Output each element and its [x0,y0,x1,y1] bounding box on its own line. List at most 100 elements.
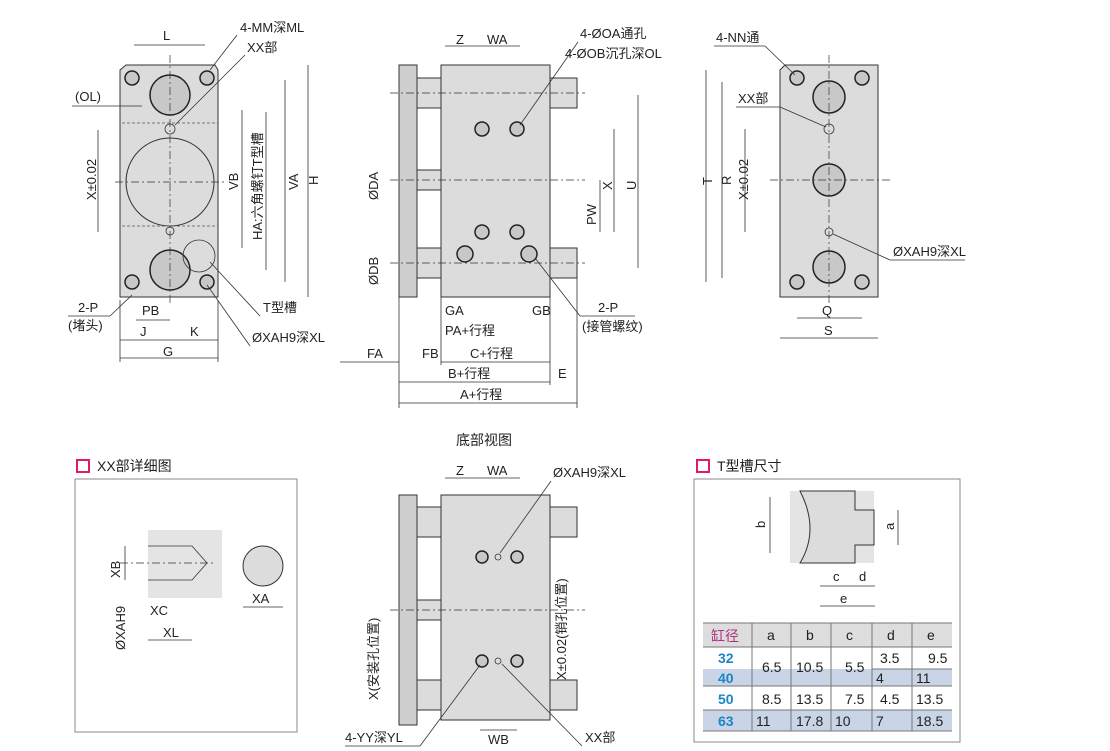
label-tslot-e: e [840,591,847,606]
label-table-rows-0-2: 10.5 [796,659,823,675]
tslot-table: 缸径 a b c d e 32 40 50 63 6.5 10.5 5.5 3.… [703,622,952,732]
label-table-rows-2-1: 8.5 [762,691,782,707]
label-side-wa: WA [487,32,508,47]
xx-detail: XX部详细图 XB ØXAH9 XC XL XA [74,458,298,733]
label-right-r: R [719,176,734,185]
tslot-detail: T型槽尺寸 b a c d e [693,458,961,743]
label-side-pa: PA+行程 [445,323,495,338]
label-table-rows-0-3: 5.5 [845,659,865,675]
label-right-x: X±0.02 [736,159,751,200]
label-detail-xb: XB [108,561,123,578]
label-side-b: B+行程 [448,366,490,381]
label-bottom-title: 底部视图 [456,432,512,448]
label-detail-xa2: XA [252,591,270,606]
label-bottom-pin: X±0.02(销孔位置) [554,578,569,680]
label-detail-xa: ØXAH9 [113,606,128,650]
label-right-nn: 4-NN通 [716,30,759,45]
label-front-ol: (OL) [75,89,101,104]
label-detail-xc: XC [150,603,168,618]
label-table-rows-2-4: 4.5 [880,691,900,707]
label-front-mm: 4-MM深ML [240,20,304,35]
label-bottom-xx: XX部 [585,730,615,745]
rear-view: 4-NN通 XX部 T R X±0.02 ØXAH9深XL Q S [700,30,966,339]
label-right-xa: ØXAH9深XL [893,244,966,259]
label-table-headers-4: d [887,627,895,643]
label-side-u: U [624,181,639,190]
label-front-L: L [163,28,170,43]
label-tslot-b: b [753,521,768,528]
label-side-pipe: (接管螺纹) [582,319,643,334]
label-tslot-a: a [882,522,897,530]
label-table-headers-3: c [846,627,853,643]
label-table-rows-2-3: 7.5 [845,691,865,707]
label-front-ha: HA:六角螺钉T型槽 [250,132,265,240]
label-front-j: J [140,324,147,339]
label-table-headers-1: a [767,627,775,643]
label-bottom-yy: 4-YY深YL [345,730,403,745]
label-front-xx: XX部 [247,40,277,55]
label-side-oa: 4-ØOA通孔 [580,26,646,41]
label-table-rows-3-5: 18.5 [916,713,943,729]
label-side-fb: FB [422,346,439,361]
label-table-rows-3-0: 63 [718,713,734,729]
label-front-k: K [190,324,199,339]
label-side-p: 2-P [598,300,618,315]
label-table-rows-2-0: 50 [718,691,734,707]
label-right-t: T [700,177,715,185]
label-table-rows-1-4: 4 [876,670,884,686]
label-table-headers-2: b [806,627,814,643]
label-right-s: S [824,323,833,338]
label-side-fa: FA [367,346,383,361]
label-table-rows-0-4: 3.5 [880,650,900,666]
label-bottom-xa: ØXAH9深XL [553,465,626,480]
label-table-rows-2-5: 13.5 [916,691,943,707]
label-side-ob: 4-ØOB沉孔深OL [565,46,662,61]
label-front-x: X±0.02 [84,159,99,200]
label-side-da: ØDA [366,172,381,201]
label-front-pb: PB [142,303,159,318]
label-side-e: E [558,366,567,381]
label-front-tslot: T型槽 [263,300,297,315]
label-front-vb: VB [226,173,241,190]
label-front-plug: (堵头) [68,318,103,333]
label-tslot-c: c [833,569,840,584]
label-table-rows-0-5: 9.5 [928,650,948,666]
label-side-c: C+行程 [470,346,513,361]
label-tslot-title: T型槽尺寸 [717,458,782,474]
front-view: L 4-MM深ML XX部 (OL) X±0.02 VB HA:六角螺钉T型槽 … [68,20,325,362]
label-table-rows-3-3: 10 [835,713,851,729]
label-front-p: 2-P [78,300,98,315]
label-bottom-wb: WB [488,732,509,747]
label-side-gb: GB [532,303,551,318]
label-table-rows-1-5: 11 [916,670,931,686]
side-view: Z WA 4-ØOA通孔 4-ØOB沉孔深OL ØDA ØDB PW X U GA G… [340,26,662,408]
label-table-headers-0: 缸径 [711,628,739,644]
label-bottom-wa: WA [487,463,508,478]
label-table-rows-3-1: 11 [756,713,771,729]
label-tslot-d: d [859,569,866,584]
label-detail-xl: XL [163,625,179,640]
label-front-va: VA [286,173,301,190]
label-front-xa: ØXAH9深XL [252,330,325,345]
section-marker-icon [696,459,710,473]
label-side-ga: GA [445,303,464,318]
label-side-pw: PW [584,203,599,225]
label-detail-title: XX部详细图 [97,458,172,474]
label-right-xx: XX部 [738,91,768,106]
label-front-g: G [163,344,173,359]
label-table-rows-2-2: 13.5 [796,691,823,707]
label-side-z: Z [456,32,464,47]
label-side-db: ØDB [366,257,381,285]
label-bottom-install: X(安装孔位置) [366,618,381,700]
label-side-x: X [600,181,615,190]
label-table-rows-3-4: 7 [876,713,884,729]
label-front-h: H [306,176,321,185]
label-right-q: Q [822,303,832,318]
section-marker-icon [76,459,90,473]
label-table-rows-3-2: 17.8 [796,713,823,729]
label-bottom-z: Z [456,463,464,478]
label-table-rows-1-0: 40 [718,670,734,686]
label-table-rows-0-1: 6.5 [762,659,782,675]
